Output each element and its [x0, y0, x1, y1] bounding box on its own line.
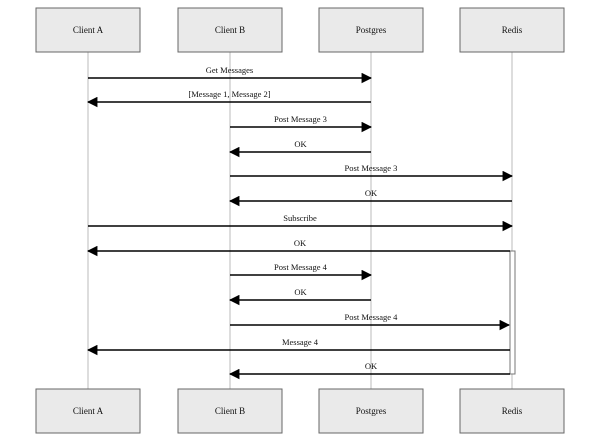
message-12: Message 4	[86, 337, 510, 356]
participant-box	[459, 7, 565, 53]
message-label: OK	[294, 238, 307, 248]
participant-label: Client A	[73, 406, 104, 416]
participant-label: Client B	[215, 406, 245, 416]
participant-label: Client B	[215, 25, 245, 35]
participant-bottom-redis: Redis	[459, 388, 565, 434]
participant-bottom-client-a: Client A	[35, 388, 141, 434]
message-8: OK	[86, 238, 510, 257]
participant-box	[35, 7, 141, 53]
participant-top-redis: Redis	[459, 7, 565, 53]
message-label: Post Message 3	[345, 163, 398, 173]
message-13: OK	[228, 361, 510, 380]
message-6: OK	[228, 188, 512, 207]
message-2: [Message 1, Message 2]	[86, 89, 371, 108]
participant-box	[318, 388, 424, 434]
message-label: Subscribe	[283, 213, 317, 223]
message-4: OK	[228, 139, 371, 158]
activation-bar	[509, 250, 516, 375]
message-5: Post Message 3	[230, 163, 514, 182]
message-label: OK	[365, 188, 378, 198]
participant-box	[318, 7, 424, 53]
participant-label: Postgres	[356, 406, 387, 416]
message-label: OK	[294, 139, 307, 149]
message-label: Get Messages	[206, 65, 253, 75]
message-11: Post Message 4	[230, 312, 511, 331]
message-label: Post Message 4	[274, 262, 328, 272]
message-label: Post Message 3	[274, 114, 327, 124]
participant-label: Redis	[502, 25, 523, 35]
participant-bottom-postgres: Postgres	[318, 388, 424, 434]
message-label: Post Message 4	[345, 312, 399, 322]
participant-label: Postgres	[356, 25, 387, 35]
message-label: [Message 1, Message 2]	[188, 89, 270, 99]
message-label: Message 4	[282, 337, 319, 347]
participant-label: Client A	[73, 25, 104, 35]
participant-box	[35, 388, 141, 434]
message-1: Get Messages	[88, 65, 373, 84]
message-10: OK	[228, 287, 371, 306]
participant-top-client-a: Client A	[35, 7, 141, 53]
participant-box	[177, 388, 283, 434]
message-9: Post Message 4	[230, 262, 373, 281]
participant-top-postgres: Postgres	[318, 7, 424, 53]
participant-box	[459, 388, 565, 434]
message-label: OK	[294, 287, 307, 297]
participant-top-client-b: Client B	[177, 7, 283, 53]
participant-bottom-client-b: Client B	[177, 388, 283, 434]
message-label: OK	[365, 361, 378, 371]
message-3: Post Message 3	[230, 114, 373, 133]
participant-box	[177, 7, 283, 53]
participant-label: Redis	[502, 406, 523, 416]
message-7: Subscribe	[88, 213, 514, 232]
